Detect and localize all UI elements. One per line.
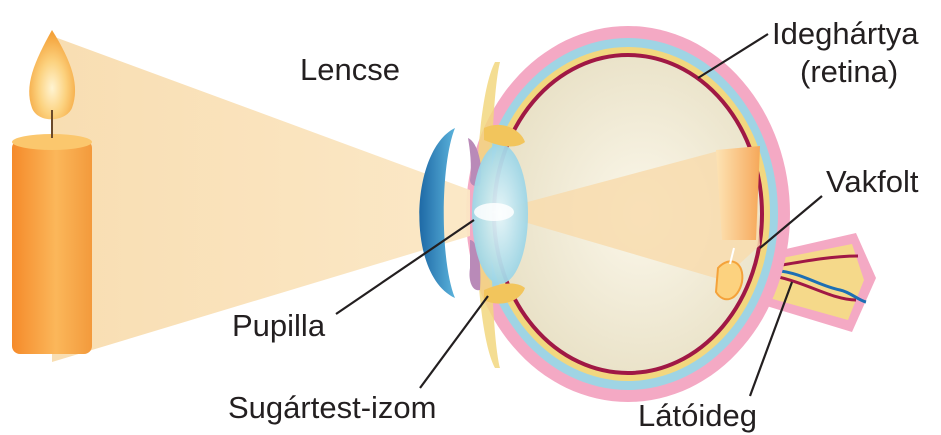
label-retina-sub: (retina) (800, 54, 898, 89)
label-retina: Ideghártya (772, 16, 919, 51)
label-blind-spot: Vakfolt (826, 164, 919, 199)
label-optic-nerve: Látóideg (638, 398, 757, 433)
front-of-eye (419, 125, 528, 304)
label-ciliary-muscle: Sugártest-izom (228, 390, 436, 425)
candle-body (12, 140, 92, 354)
label-pupil: Pupilla (232, 308, 326, 343)
label-lens: Lencse (300, 52, 400, 87)
